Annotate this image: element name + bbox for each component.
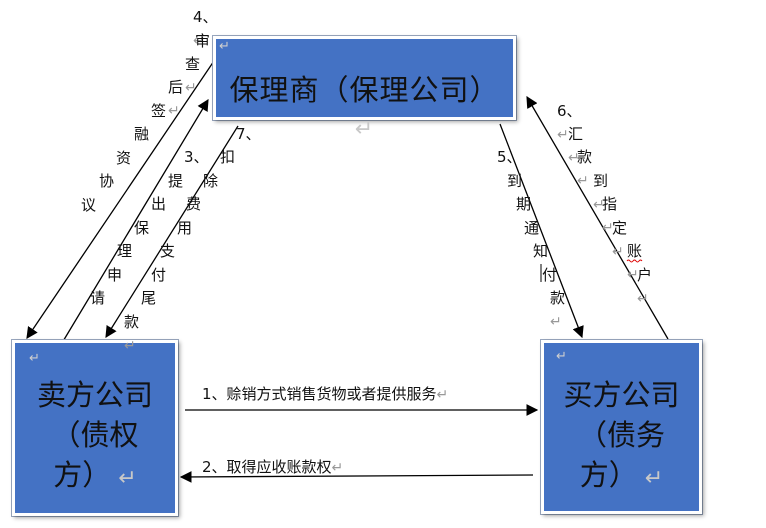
step6-label-0: 6、↵ xyxy=(557,102,582,143)
step6-label-2: 款↵ xyxy=(577,148,593,189)
step6-label-4: 指↵ xyxy=(602,195,618,236)
arrow-step5-factor-to-buyer xyxy=(499,123,584,339)
step7-label-4: 用 xyxy=(177,219,193,237)
step5-label-3: 通 xyxy=(524,219,540,237)
step1-text: 1、赊销方式销售货物或者提供服务 xyxy=(202,385,437,403)
step4-label-4: 签 xyxy=(151,102,167,120)
step2-text: 2、取得应收账款权 xyxy=(202,458,332,476)
return-mark: ↵ xyxy=(637,466,664,491)
step7-label-3: 费 xyxy=(186,195,202,213)
step5-label-6: 款↵ xyxy=(550,289,566,330)
step7-label-7: 尾 xyxy=(141,289,157,307)
step4-label-5: 融 xyxy=(134,125,150,143)
step7-label-0: 7、 xyxy=(236,125,261,143)
step4-label-1: 审 xyxy=(195,32,211,50)
seller-line-3: 方） xyxy=(53,458,112,492)
step5-label-4: 知 xyxy=(533,242,549,260)
step4-label-0: 4、↵ xyxy=(193,8,218,49)
step6-label-7: 户↵ xyxy=(637,266,653,307)
step6-label-3: 到↵ xyxy=(593,172,609,213)
arrow-step4-factor-to-seller xyxy=(26,54,219,339)
step1-label: 1、赊销方式销售货物或者提供服务↵ xyxy=(202,383,448,404)
factor-box: ↵ 保理商（保理公司） ↵ xyxy=(213,36,516,142)
step4-label-6: 资 xyxy=(116,149,132,167)
step5-label-5: 付 xyxy=(542,266,558,284)
return-mark: ↵ xyxy=(354,117,375,142)
step2-label: 2、取得应收账款权↵ xyxy=(202,456,343,477)
buyer-line-1: 买方公司 xyxy=(563,378,680,412)
return-mark: ↵ xyxy=(436,387,449,403)
step5-label-1: 到 xyxy=(507,172,523,190)
step6-label-1: 汇↵ xyxy=(568,125,584,166)
step7-label-2: 除 xyxy=(203,172,219,190)
step7-label-6: 付 xyxy=(151,266,167,284)
arrow-step3-seller-to-factor xyxy=(61,98,209,344)
format-mark: ↵ xyxy=(556,349,567,364)
step3-label-0: 3、 xyxy=(184,148,209,166)
seller-line-3-wrap: 方） ↵ xyxy=(19,455,171,499)
buyer-line-2: （债务 xyxy=(577,418,665,452)
step3-label-2: 出 xyxy=(151,195,167,213)
step6-label-5: 定↵ xyxy=(612,219,628,260)
arrow-step6-buyer-to-factor xyxy=(526,95,669,340)
step7-label-8: 款↵ xyxy=(124,313,140,354)
buyer-box: ↵ 买方公司 （债务 方） ↵ xyxy=(541,340,702,514)
step5-label-2: 期 xyxy=(516,195,532,213)
factor-box-label: 保理商（保理公司） ↵ xyxy=(216,67,513,143)
step3-label-5: 申 xyxy=(107,266,123,284)
seller-box-label: 卖方公司 （债权 方） ↵ xyxy=(19,375,171,499)
step3-label-6: 请 xyxy=(90,289,106,307)
step3-label-4: 理 xyxy=(117,242,133,260)
format-mark: ↵ xyxy=(219,39,230,54)
step4-label-2: 查↵ xyxy=(185,55,201,96)
step3-label-1: 提 xyxy=(168,172,184,190)
step7-label-5: 支 xyxy=(160,242,176,260)
spelling-underline xyxy=(626,259,643,263)
buyer-line-3: 方） xyxy=(579,458,638,492)
buyer-box-label: 买方公司 （债务 方） ↵ xyxy=(548,375,695,499)
arrow-step2-buyer-to-seller xyxy=(179,471,534,483)
buyer-line-3-wrap: 方） ↵ xyxy=(548,455,695,499)
seller-line-1: 卖方公司 xyxy=(36,378,153,412)
arrow-step7-factor-to-seller xyxy=(105,125,239,338)
step3-label-3: 保 xyxy=(134,219,150,237)
step4-label-7: 协 xyxy=(99,172,115,190)
seller-box: ↵ 卖方公司 （债权 方） ↵ xyxy=(12,340,178,516)
factor-title: 保理商（保理公司） xyxy=(229,73,500,107)
return-mark: ↵ xyxy=(111,466,137,491)
step7-label-1: 扣 xyxy=(220,148,236,166)
step4-label-3: 后↵ xyxy=(168,78,184,119)
step5-label-0: 5、 xyxy=(497,148,522,166)
format-mark: ↵ xyxy=(29,351,40,366)
seller-line-2: （债权 xyxy=(51,418,139,452)
step6-label-6: 账↵ xyxy=(627,242,643,283)
return-mark: ↵ xyxy=(331,460,344,476)
step4-label-8: 议 xyxy=(81,196,97,214)
